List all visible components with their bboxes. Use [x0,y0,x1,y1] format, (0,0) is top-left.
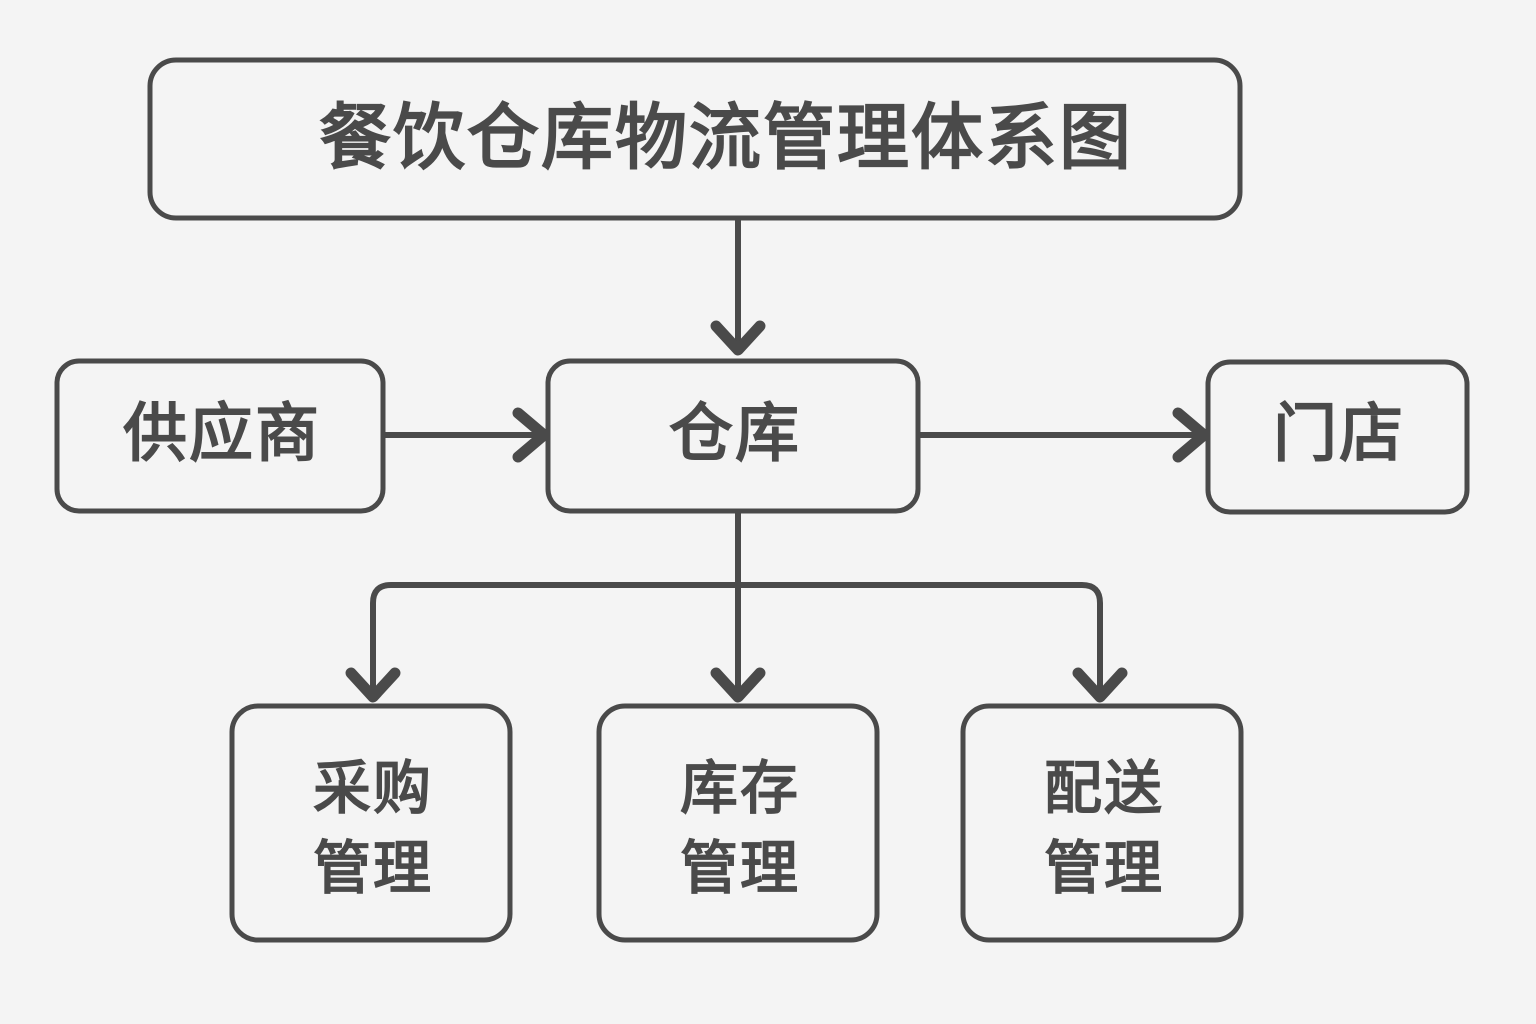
arrow-down-icon [710,320,766,356]
node-title-label: 餐饮仓库物流管理体系图 [319,96,1133,180]
connector-bus-to-delivery [735,582,1128,703]
node-procurement-label-line1: 采购 [313,754,433,822]
node-store[interactable]: 门店 [1205,359,1470,515]
connector-bus-to-inventory [710,582,766,703]
node-inventory[interactable]: 库存 管理 [596,703,880,943]
connector-warehouse-to-store [915,407,1210,463]
node-inventory-box[interactable] [596,703,880,943]
connector-line [370,582,741,701]
node-warehouse-box[interactable] [545,358,921,514]
node-delivery-label-line2: 管理 [1044,834,1164,902]
node-procurement-label-line2: 管理 [313,834,433,902]
node-supplier-box[interactable] [54,358,386,514]
node-delivery-label-line1: 配送 [1044,754,1164,822]
node-warehouse[interactable]: 仓库 [545,358,921,514]
arrow-down-icon [710,667,766,703]
node-delivery[interactable]: 配送 管理 [960,703,1244,943]
connector-title-to-warehouse [710,217,766,356]
node-title[interactable]: 餐饮仓库物流管理体系图 [147,57,1243,221]
arrow-down-icon [345,667,401,703]
node-supplier-label: 供应商 [123,398,321,472]
node-procurement[interactable]: 采购 管理 [229,703,513,943]
connector-supplier-to-warehouse [380,407,550,463]
node-inventory-label-line2: 管理 [680,834,800,902]
node-warehouse-label: 仓库 [669,398,801,472]
node-title-box[interactable] [147,57,1243,221]
connector-line [735,582,1103,701]
node-store-label: 门店 [1273,398,1405,472]
connector-bus-to-procurement [345,582,741,703]
node-delivery-box[interactable] [960,703,1244,943]
node-store-box[interactable] [1205,359,1470,515]
arrow-right-icon [512,407,550,463]
node-procurement-box[interactable] [229,703,513,943]
arrow-right-icon [1172,407,1210,463]
arrow-down-icon [1072,667,1128,703]
node-inventory-label-line1: 库存 [680,754,800,822]
node-supplier[interactable]: 供应商 [54,358,386,514]
